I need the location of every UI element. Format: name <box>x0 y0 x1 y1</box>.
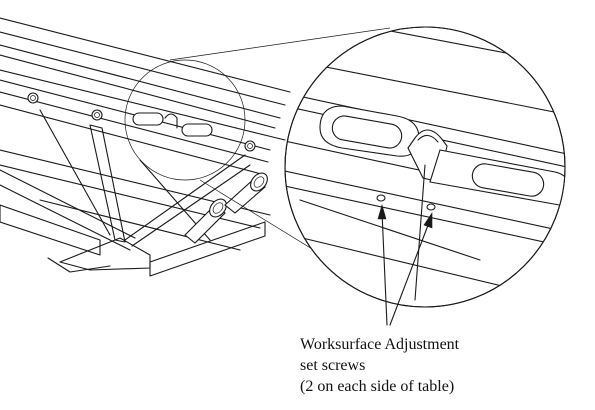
truss-crossbar <box>0 204 266 277</box>
beam-hole <box>244 140 256 152</box>
magnifier-leaders <box>169 27 391 261</box>
callout-line-2: set screws <box>300 357 366 374</box>
set-screw-2 <box>426 203 436 211</box>
slot-bracket-right <box>429 149 565 207</box>
detail-source-circle <box>124 59 246 181</box>
slot-bracket-left <box>319 105 420 157</box>
slot-bracket-small <box>132 112 213 137</box>
beam-hole <box>27 92 39 104</box>
callout-line-1: Worksurface Adjustment <box>300 336 460 353</box>
knob-posts <box>184 172 268 244</box>
beam-hole <box>91 109 103 121</box>
callout-line-3: (2 on each side of table) <box>300 378 455 395</box>
set-screw-callout: Worksurface Adjustment set screws (2 on … <box>300 334 590 397</box>
set-screw-1 <box>376 194 386 202</box>
frame-overview <box>0 17 291 277</box>
upper-rails <box>0 17 291 141</box>
callout-arrows <box>377 203 433 326</box>
detail-magnified-view <box>284 26 566 308</box>
